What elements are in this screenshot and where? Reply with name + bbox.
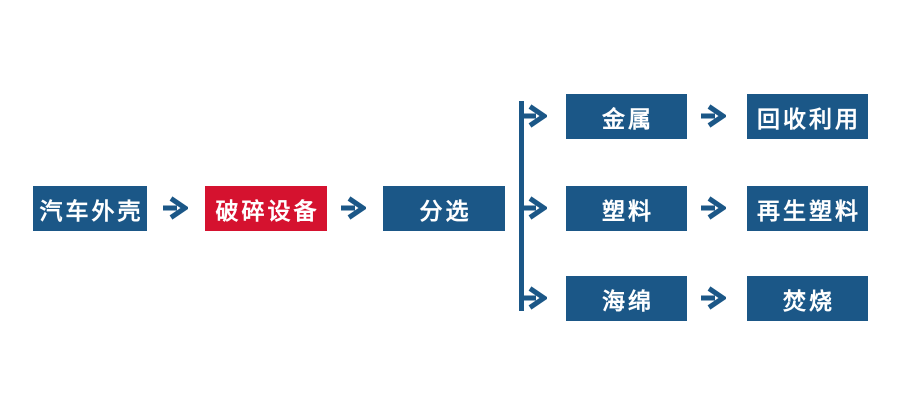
node-car-shell: 汽车外壳 [33, 186, 147, 231]
arrow-right-icon [521, 196, 547, 220]
arrow-right-icon [700, 286, 726, 310]
arrow-right-icon [521, 286, 547, 310]
node-metal: 金属 [566, 94, 687, 139]
arrow-right-icon [521, 104, 547, 128]
node-recycling: 回收利用 [747, 94, 868, 139]
arrow-right-icon [700, 104, 726, 128]
node-sorting: 分选 [383, 186, 505, 231]
node-crushing-equipment: 破碎设备 [205, 186, 327, 231]
arrow-right-icon [700, 196, 726, 220]
node-sponge: 海绵 [566, 276, 687, 321]
branch-connector-line [519, 101, 524, 311]
node-recycled-plastic: 再生塑料 [747, 186, 868, 231]
arrow-right-icon [162, 196, 188, 220]
node-incineration: 焚烧 [747, 276, 868, 321]
arrow-right-icon [340, 196, 366, 220]
node-plastic: 塑料 [566, 186, 687, 231]
